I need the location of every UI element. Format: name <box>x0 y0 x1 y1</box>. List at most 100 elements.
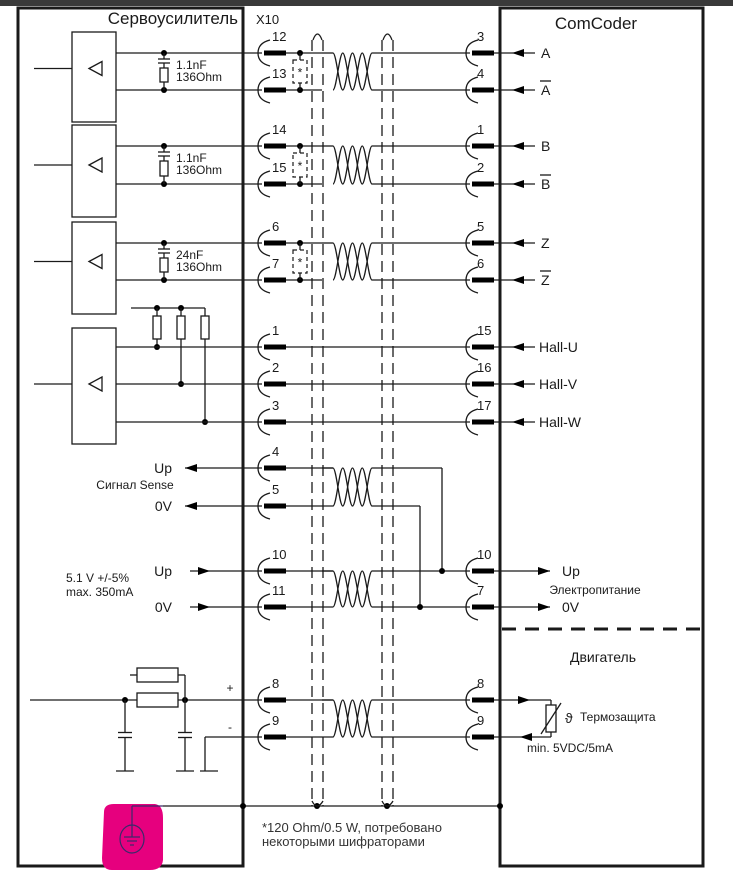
channel-a-servo-pin-13-socket-arc <box>257 76 271 104</box>
channel-b-resistor-value: 136Ohm <box>176 163 222 177</box>
channel-a-receiver-box <box>71 31 117 123</box>
sense-caption: Сигнал Sense <box>96 478 174 492</box>
power-spec-current: max. 350mA <box>66 585 133 599</box>
thermal-plus-sign: + <box>226 681 233 695</box>
power-label: Up <box>154 563 172 579</box>
thermal-encoder-pin-label: 8 <box>477 676 484 691</box>
thermal-filter-resistor-2 <box>136 667 179 683</box>
channel-b-receiver-buffer-icon <box>87 156 103 174</box>
channel-b-encoder-pin-label: 2 <box>477 160 484 175</box>
channel-z-encoder-pin-6-socket-arc <box>465 266 479 294</box>
channel-a-servo-pin-label: 13 <box>272 66 286 81</box>
hall-encoder-pin-label: 16 <box>477 360 491 375</box>
channel-b-encoder-pin-1-socket-arc <box>465 132 479 160</box>
channel-a-encoder-pin-4-socket-arc <box>465 76 479 104</box>
channel-z-encoder-pin-label: 6 <box>477 256 484 271</box>
arrow-left-icon <box>512 276 524 284</box>
encoder-title: ComCoder <box>555 14 638 33</box>
footnote-line-1: *120 Ohm/0.5 W, потребовано <box>262 820 442 835</box>
channel-a-resistor-value: 136Ohm <box>176 70 222 84</box>
channel-b-twisted-pair-strand-a <box>332 145 373 185</box>
sense-twisted-pair-strand-b <box>332 467 373 507</box>
channel-b-signal-label: B <box>541 138 550 154</box>
junction-dot <box>240 803 246 809</box>
arrow-left-icon <box>512 49 524 57</box>
power-encoder-label: 0V <box>562 599 580 615</box>
thermal-servo-pin-label: 8 <box>272 676 279 691</box>
arrow-left-icon <box>512 86 524 94</box>
junction-dot <box>417 604 423 610</box>
arrow-left-icon <box>512 239 524 247</box>
channel-a-capacitor-value: 1.1nF <box>176 58 207 72</box>
thermal-minus-sign: - <box>228 720 232 734</box>
thermal-spec-label: min. 5VDC/5mA <box>527 741 613 755</box>
hall-pullup-resistor-1 <box>152 315 162 340</box>
channel-a-twisted-pair-strand-b <box>332 52 373 91</box>
channel-z-servo-pin-7-socket-arc <box>257 266 271 294</box>
channel-b-encoder-pin-2-socket-arc <box>465 170 479 198</box>
thermistor-slash <box>540 702 562 735</box>
arrow-right-icon <box>538 567 550 575</box>
power-servo-pin-label: 10 <box>272 547 286 562</box>
arrow-left-icon <box>512 418 524 426</box>
channel-z-servo-pin-label: 6 <box>272 219 279 234</box>
motor-title: Двигатель <box>570 649 636 665</box>
channel-a-twisted-pair-strand-a <box>332 52 373 91</box>
sense-twisted-pair-strand-a <box>332 467 373 507</box>
thermal-servo-pin-label: 9 <box>272 713 279 728</box>
connector-label: X10 <box>256 12 279 27</box>
hall-signal-label: Hall-W <box>539 414 582 430</box>
channel-a-encoder-pin-label: 4 <box>477 66 484 81</box>
hall-servo-pin-2-socket-arc <box>257 370 271 398</box>
cable-shield <box>311 33 394 806</box>
channel-b-twisted-pair-strand-b <box>332 145 373 185</box>
thermal-twisted-pair-strand-a <box>332 699 373 738</box>
channel-z-resistor-value: 136Ohm <box>176 260 222 274</box>
arrow-right-icon <box>518 696 530 704</box>
hall-encoder-pin-16-socket-arc <box>465 370 479 398</box>
power-servo-pin-11-socket-arc <box>257 593 271 621</box>
channel-z-twisted-pair-strand-b <box>332 242 373 281</box>
sense-label: 0V <box>155 498 173 514</box>
hall-servo-pin-3-socket-arc <box>257 408 271 436</box>
hall-encoder-pin-15-socket-arc <box>465 333 479 361</box>
channel-b-termination-marker: * <box>298 159 303 173</box>
thermal-encoder-pin-label: 9 <box>477 713 484 728</box>
shield-clamp-2 <box>381 800 394 807</box>
sense-servo-pin-label: 4 <box>272 444 279 459</box>
arrow-left-icon <box>185 464 197 472</box>
channel-a-servo-pin-12-socket-arc <box>257 39 271 67</box>
power-twisted-pair-strand-b <box>332 570 373 608</box>
arrow-left-icon <box>512 180 524 188</box>
channel-b-servo-pin-14-socket-arc <box>257 132 271 160</box>
arrow-left-icon <box>512 142 524 150</box>
power-encoder-label: Up <box>562 563 580 579</box>
channel-z-capacitor-value: 24nF <box>176 248 203 262</box>
arrow-left-icon <box>520 733 532 741</box>
channel-b-encoder-pin-label: 1 <box>477 122 484 137</box>
thermal-twisted-pair-strand-b <box>332 699 373 738</box>
channel-z-termination-resistor <box>159 257 169 273</box>
channel-a-signal-label: A <box>541 45 551 61</box>
channel-z-termination-marker: * <box>298 256 303 270</box>
power-encoder-pin-label: 7 <box>477 583 484 598</box>
channel-z-signal-label-inverted: Z <box>541 272 550 288</box>
thermal-encoder-pin-9-socket-arc <box>465 723 479 751</box>
sense-servo-pin-5-socket-arc <box>257 492 271 520</box>
hall-servo-pin-label: 1 <box>272 323 279 338</box>
hall-signal-label: Hall-V <box>539 376 578 392</box>
thermal-servo-pin-8-socket-arc <box>257 686 271 714</box>
arrow-right-icon <box>198 603 210 611</box>
thermal-protection-label: Термозащита <box>580 710 656 724</box>
hall-servo-pin-1-socket-arc <box>257 333 271 361</box>
power-label: 0V <box>155 599 173 615</box>
arrow-left-icon <box>185 502 197 510</box>
channel-b-termination-resistor <box>159 160 169 177</box>
junction-dot <box>497 803 503 809</box>
power-encoder-pin-7-socket-arc <box>465 593 479 621</box>
channel-b-servo-pin-label: 14 <box>272 122 286 137</box>
servo-amplifier-title: Сервоусилитель <box>108 9 238 28</box>
arrow-left-icon <box>512 343 524 351</box>
channel-z-receiver-buffer-icon <box>87 253 103 270</box>
sense-servo-pin-label: 5 <box>272 482 279 497</box>
